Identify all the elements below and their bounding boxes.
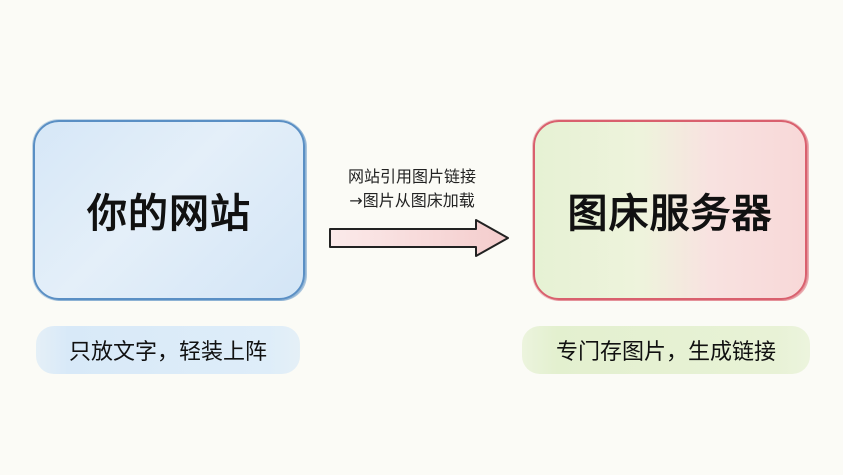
your-website-caption-text: 只放文字，轻装上阵: [68, 340, 267, 365]
right-arrow-icon: [329, 219, 509, 257]
connector-label: 网站引用图片链接 →图片从图床加载: [322, 165, 502, 213]
connector-label-line2: →图片从图床加载: [349, 191, 475, 210]
your-website-caption: 只放文字，轻装上阵: [36, 326, 300, 374]
image-host-server-box: 图床服务器: [533, 120, 807, 300]
connector-label-line1: 网站引用图片链接: [347, 167, 476, 186]
image-host-caption-text: 专门存图片，生成链接: [555, 340, 776, 365]
image-host-server-title: 图床服务器: [567, 191, 773, 237]
image-host-caption: 专门存图片，生成链接: [522, 326, 810, 374]
your-website-box: 你的网站: [33, 120, 305, 300]
your-website-title: 你的网站: [87, 191, 251, 237]
